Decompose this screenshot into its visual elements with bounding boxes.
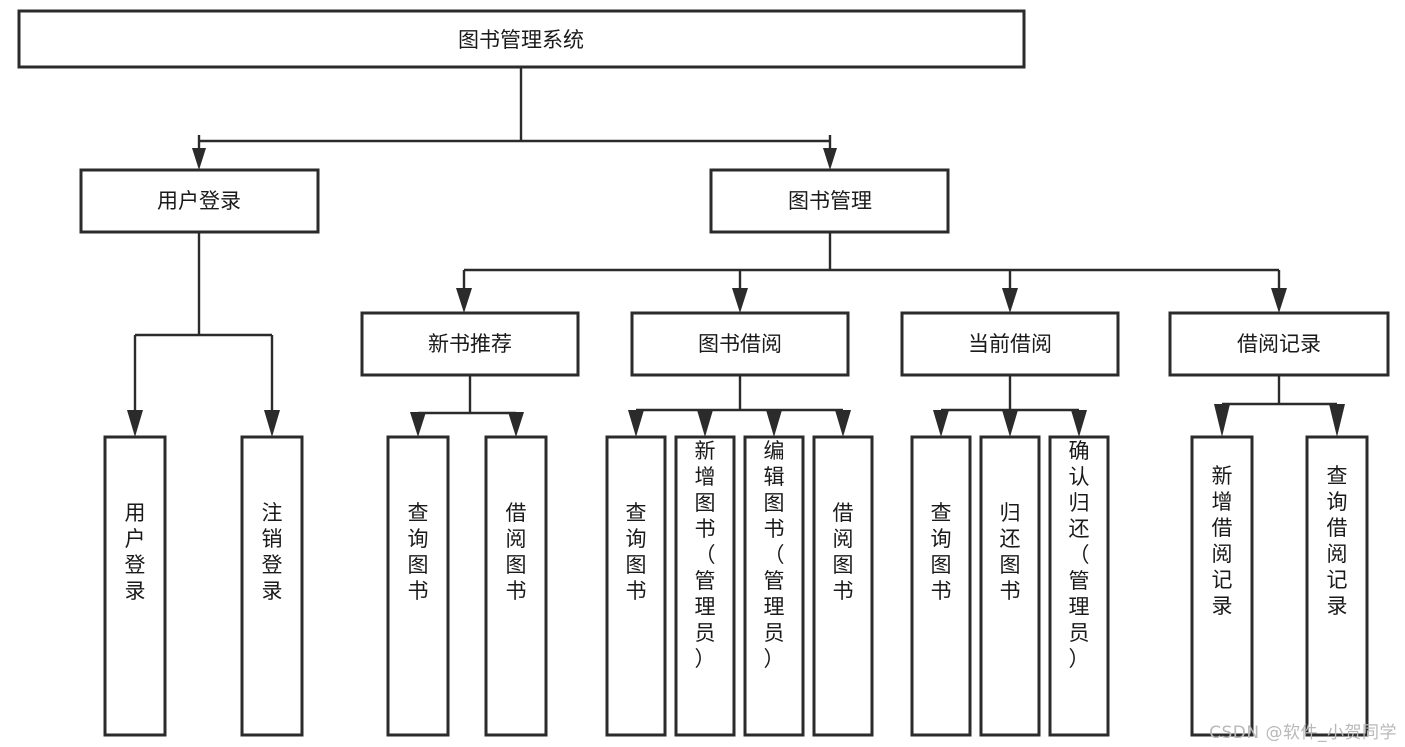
node-root-label: 图书管理系统 — [458, 28, 584, 52]
arrow-head-bookborrow-leaf-1 — [628, 410, 644, 437]
arrow-head-leaf-user-login — [127, 410, 143, 437]
leaf-query-borrow-record-label: 查询借阅记录 — [1327, 464, 1348, 618]
leaf-query-book-borrow[interactable]: 查询图书 — [605, 435, 667, 737]
leaf-borrow-book[interactable]: 借阅图书 — [812, 435, 874, 737]
node-book-manage-label: 图书管理 — [788, 189, 872, 213]
node-new-book-recommend-box[interactable] — [360, 311, 580, 377]
leaf-user-login-box[interactable] — [103, 435, 167, 737]
leaf-logout-box[interactable] — [240, 435, 304, 737]
leaf-query-book-current-box[interactable] — [910, 435, 972, 737]
arrow-head-borrowrecords-leaf-2 — [1329, 404, 1345, 437]
arrow-head-newbook-leaf-1 — [410, 412, 426, 437]
arrow-head-book-manage — [823, 148, 837, 170]
leaf-borrow-book-label: 借阅图书 — [833, 501, 854, 603]
leaf-logout-label: 注销登录 — [262, 501, 283, 603]
leaf-query-book-recommend-label: 查询图书 — [408, 501, 429, 603]
leaf-confirm-return-admin[interactable]: 确认归还（管理员） — [1048, 435, 1110, 737]
arrow-head-currentborrow-leaf-2 — [1002, 410, 1018, 437]
leaf-borrow-book-recommend-box[interactable] — [484, 435, 548, 737]
arrow-head-bookborrow-leaf-2 — [697, 410, 713, 437]
node-root[interactable]: 图书管理系统 — [17, 9, 1026, 69]
leaf-query-borrow-record-box[interactable] — [1305, 435, 1369, 737]
arrow-head-new-book-recommend — [456, 288, 472, 313]
arrow-head-borrowrecords-leaf-1 — [1214, 404, 1230, 437]
arrow-head-current-borrow — [1002, 288, 1018, 313]
node-book-borrow[interactable]: 图书借阅 — [630, 311, 850, 377]
leaf-add-borrow-record[interactable]: 新增借阅记录 — [1190, 435, 1254, 737]
node-new-book-recommend[interactable]: 新书推荐 — [360, 311, 580, 377]
leaf-confirm-return-admin-box[interactable] — [1048, 435, 1110, 737]
leaf-query-book-recommend[interactable]: 查询图书 — [386, 435, 450, 737]
node-borrow-records-box[interactable] — [1168, 311, 1390, 377]
leaf-return-book-box[interactable] — [979, 435, 1041, 737]
node-user-login-label: 用户登录 — [157, 189, 241, 213]
leaf-user-login-label: 用户登录 — [125, 501, 146, 603]
arrow-head-user-login — [192, 148, 206, 170]
leaf-return-book-label: 归还图书 — [1000, 501, 1021, 603]
arrow-head-book-borrow — [732, 288, 748, 313]
leaf-query-book-borrow-box[interactable] — [605, 435, 667, 737]
node-new-book-recommend-label: 新书推荐 — [428, 332, 512, 356]
leaf-borrow-book-box[interactable] — [812, 435, 874, 737]
leaf-logout[interactable]: 注销登录 — [240, 435, 304, 737]
leaf-query-book-recommend-box[interactable] — [386, 435, 450, 737]
leaf-add-borrow-record-label: 新增借阅记录 — [1212, 464, 1233, 618]
leaf-edit-book-admin-box[interactable] — [743, 435, 805, 737]
node-book-manage-box[interactable] — [709, 168, 950, 234]
leaf-edit-book-admin-label: 编辑图书（管理员） — [764, 439, 785, 671]
node-book-borrow-box[interactable] — [630, 311, 850, 377]
leaf-borrow-book-recommend[interactable]: 借阅图书 — [484, 435, 548, 737]
arrow-head-newbook-leaf-2 — [508, 412, 524, 437]
leaf-query-book-current[interactable]: 查询图书 — [910, 435, 972, 737]
arrow-head-currentborrow-leaf-1 — [933, 410, 949, 437]
leaf-edit-book-admin[interactable]: 编辑图书（管理员） — [743, 435, 805, 737]
leaf-add-book-admin-label: 新增图书（管理员） — [695, 439, 716, 671]
arrow-head-leaf-logout — [264, 410, 280, 437]
leaf-return-book[interactable]: 归还图书 — [979, 435, 1041, 737]
leaf-query-borrow-record[interactable]: 查询借阅记录 — [1305, 435, 1369, 737]
arrow-head-bookborrow-leaf-4 — [835, 410, 851, 437]
node-borrow-records[interactable]: 借阅记录 — [1168, 311, 1390, 377]
leaf-query-book-current-label: 查询图书 — [931, 501, 952, 603]
leaf-query-book-borrow-label: 查询图书 — [626, 501, 647, 603]
node-current-borrow-label: 当前借阅 — [968, 332, 1052, 356]
leaf-user-login[interactable]: 用户登录 — [103, 435, 167, 737]
leaf-add-book-admin-box[interactable] — [674, 435, 736, 737]
csdn-watermark: CSDN @软件_小贺同学 — [1209, 723, 1397, 743]
arrow-head-bookborrow-leaf-3 — [766, 410, 782, 437]
connector-layer — [127, 67, 1345, 437]
arrow-head-currentborrow-leaf-3 — [1071, 410, 1087, 437]
node-current-borrow-box[interactable] — [900, 311, 1120, 377]
node-book-borrow-label: 图书借阅 — [698, 332, 782, 356]
leaf-borrow-book-recommend-label: 借阅图书 — [506, 501, 527, 603]
node-current-borrow[interactable]: 当前借阅 — [900, 311, 1120, 377]
node-user-login[interactable]: 用户登录 — [79, 168, 320, 234]
leaf-confirm-return-admin-label: 确认归还（管理员） — [1069, 439, 1090, 671]
leaf-add-borrow-record-box[interactable] — [1190, 435, 1254, 737]
node-book-manage[interactable]: 图书管理 — [709, 168, 950, 234]
node-root-box[interactable] — [17, 9, 1026, 69]
leaf-add-book-admin[interactable]: 新增图书（管理员） — [674, 435, 736, 737]
node-borrow-records-label: 借阅记录 — [1237, 332, 1321, 356]
node-user-login-box[interactable] — [79, 168, 320, 234]
arrow-head-borrow-records — [1271, 288, 1287, 313]
